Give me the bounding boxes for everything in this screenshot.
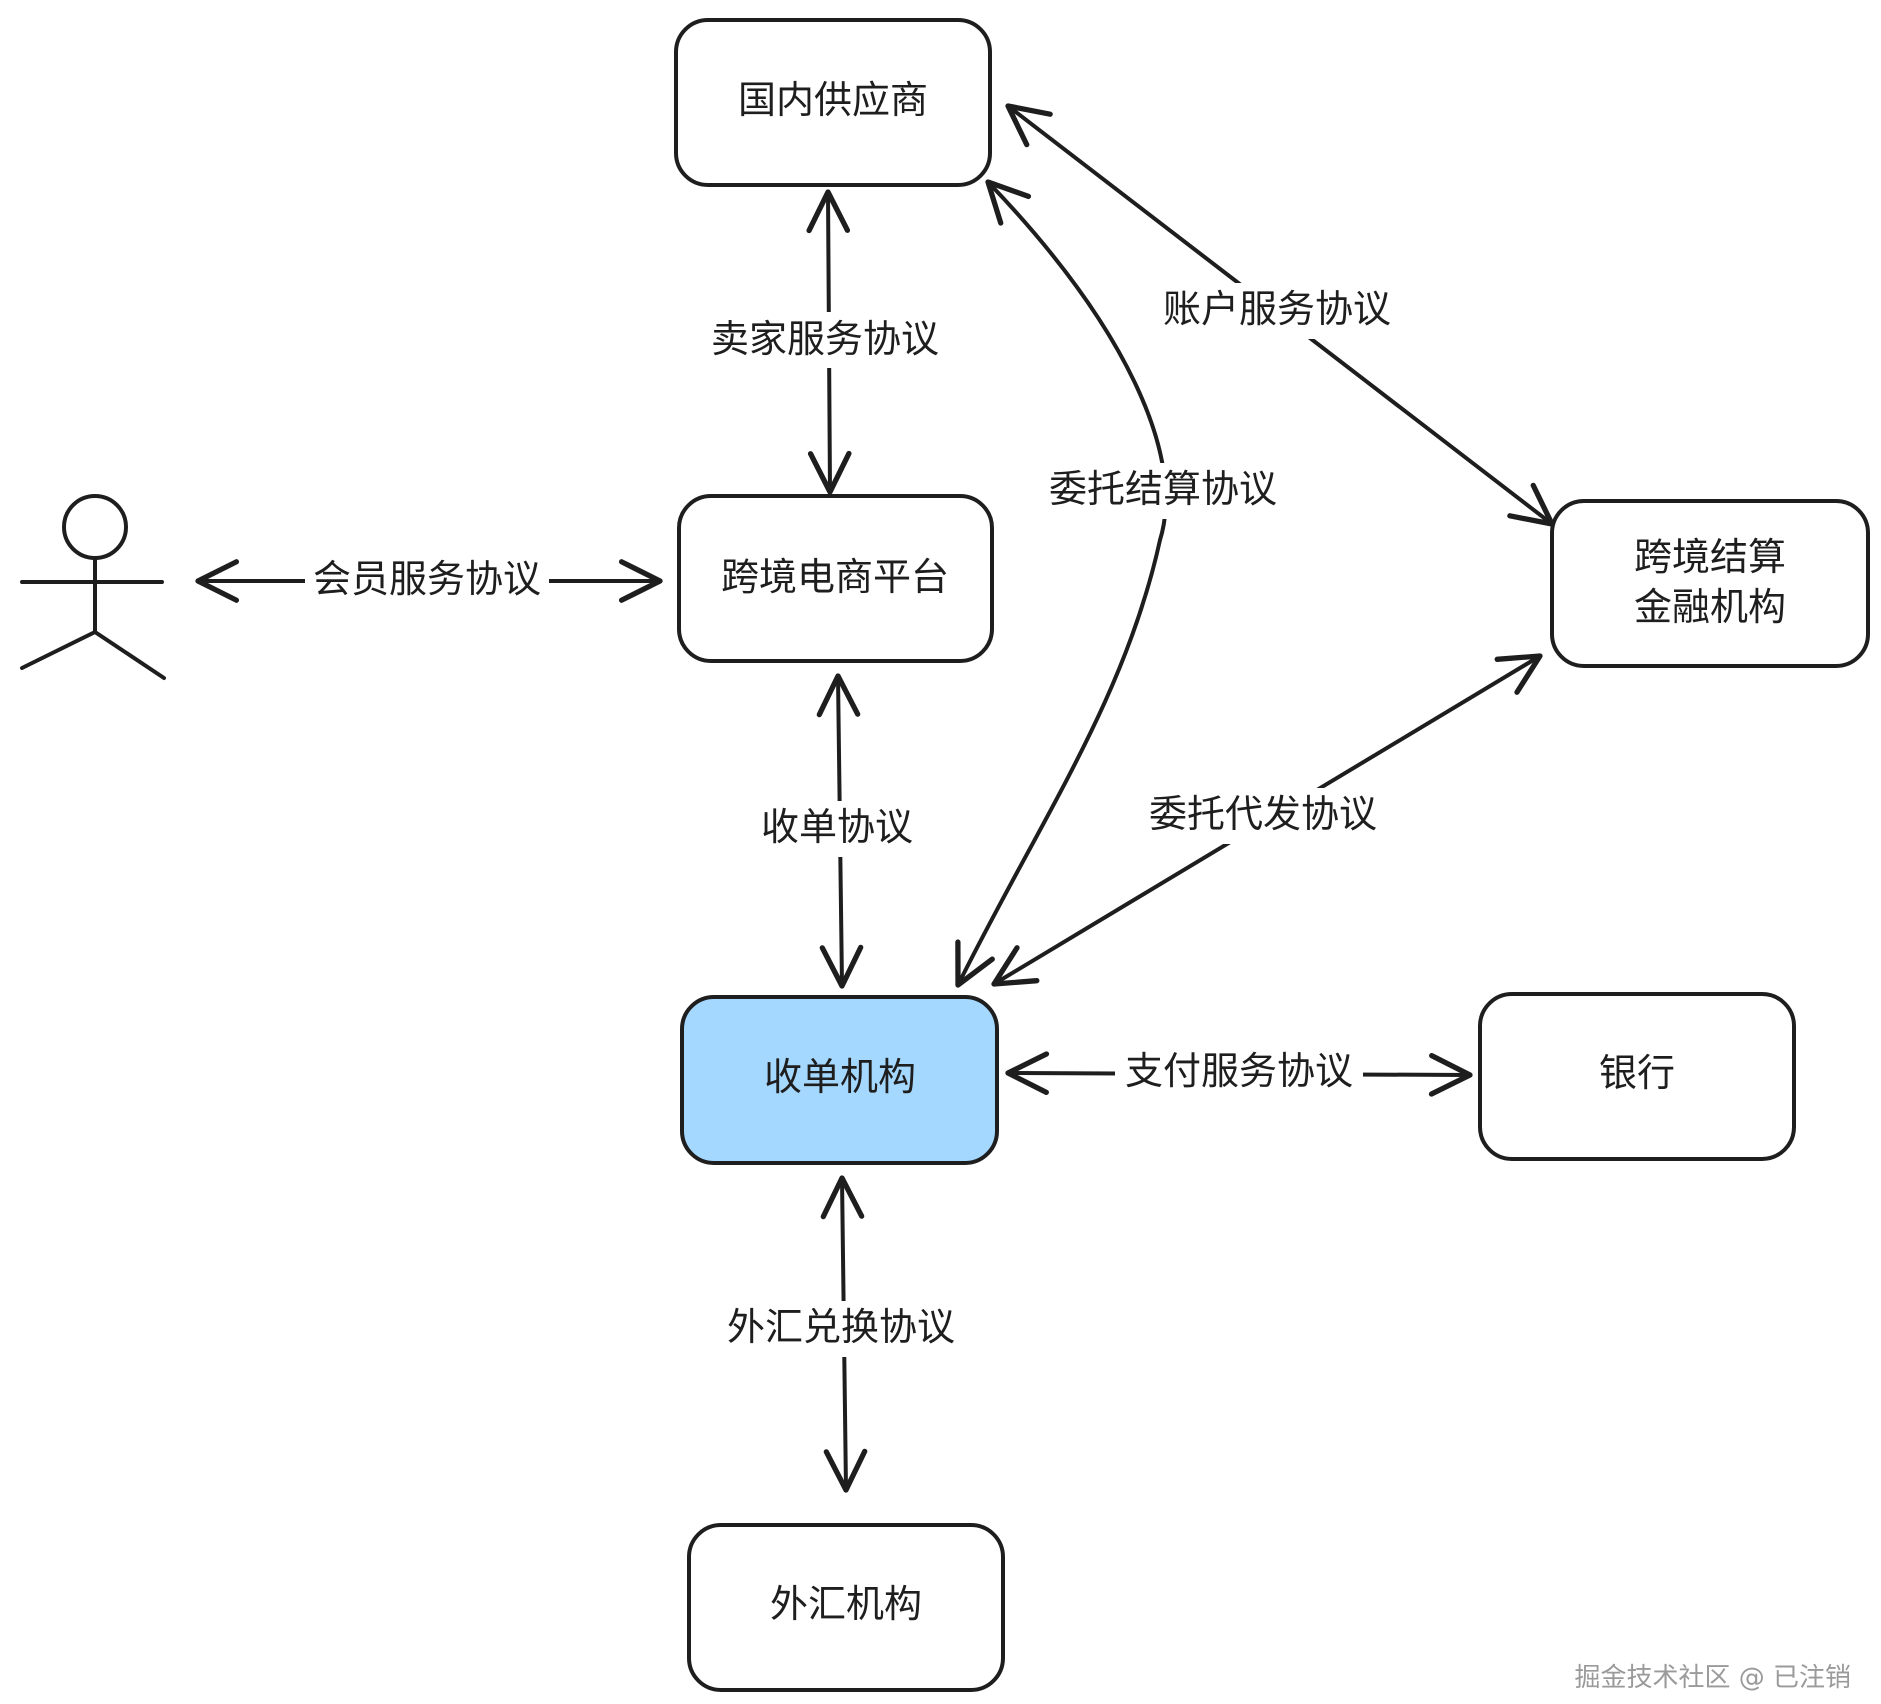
- svg-text:金融机构: 金融机构: [1634, 585, 1786, 629]
- svg-text:跨境结算: 跨境结算: [1634, 535, 1786, 579]
- node-bank: 银行: [1478, 992, 1796, 1161]
- edge-label-acquiring: 收单协议: [752, 801, 922, 857]
- edge-label-entrusted-payout: 委托代发协议: [1138, 788, 1388, 844]
- svg-text:跨境电商平台: 跨境电商平台: [721, 555, 949, 599]
- svg-text:外汇兑换协议: 外汇兑换协议: [727, 1305, 955, 1349]
- svg-text:收单协议: 收单协议: [761, 805, 913, 849]
- node-cross-border-platform: 跨境电商平台: [677, 494, 994, 663]
- node-fx-institution: 外汇机构: [687, 1523, 1005, 1692]
- svg-text:外汇机构: 外汇机构: [770, 1582, 922, 1626]
- svg-text:银行: 银行: [1599, 1051, 1675, 1095]
- svg-text:会员服务协议: 会员服务协议: [313, 557, 541, 601]
- node-acquirer: 收单机构: [680, 995, 999, 1165]
- node-domestic-supplier: 国内供应商: [674, 18, 992, 187]
- svg-text:国内供应商: 国内供应商: [738, 78, 928, 122]
- edge-label-entrusted-settlement: 委托结算协议: [1040, 463, 1288, 519]
- svg-text:委托代发协议: 委托代发协议: [1149, 792, 1377, 836]
- edge-label-seller-service: 卖家服务协议: [700, 312, 950, 368]
- watermark: 掘金技术社区 @ 已注销: [1574, 1663, 1851, 1693]
- svg-text:支付服务协议: 支付服务协议: [1125, 1049, 1353, 1093]
- edge-label-account-service: 账户服务协议: [1155, 283, 1400, 339]
- edge-label-payment-service: 支付服务协议: [1115, 1044, 1363, 1100]
- edge-label-member-service: 会员服务协议: [305, 554, 549, 610]
- svg-text:账户服务协议: 账户服务协议: [1163, 287, 1391, 331]
- svg-text:收单机构: 收单机构: [764, 1055, 916, 1099]
- svg-text:委托结算协议: 委托结算协议: [1049, 467, 1277, 511]
- node-settlement-institution: 跨境结算 金融机构: [1550, 499, 1870, 668]
- user-figure-icon: [20, 494, 166, 680]
- svg-text:卖家服务协议: 卖家服务协议: [711, 317, 939, 361]
- edge-label-fx-exchange: 外汇兑换协议: [715, 1301, 967, 1357]
